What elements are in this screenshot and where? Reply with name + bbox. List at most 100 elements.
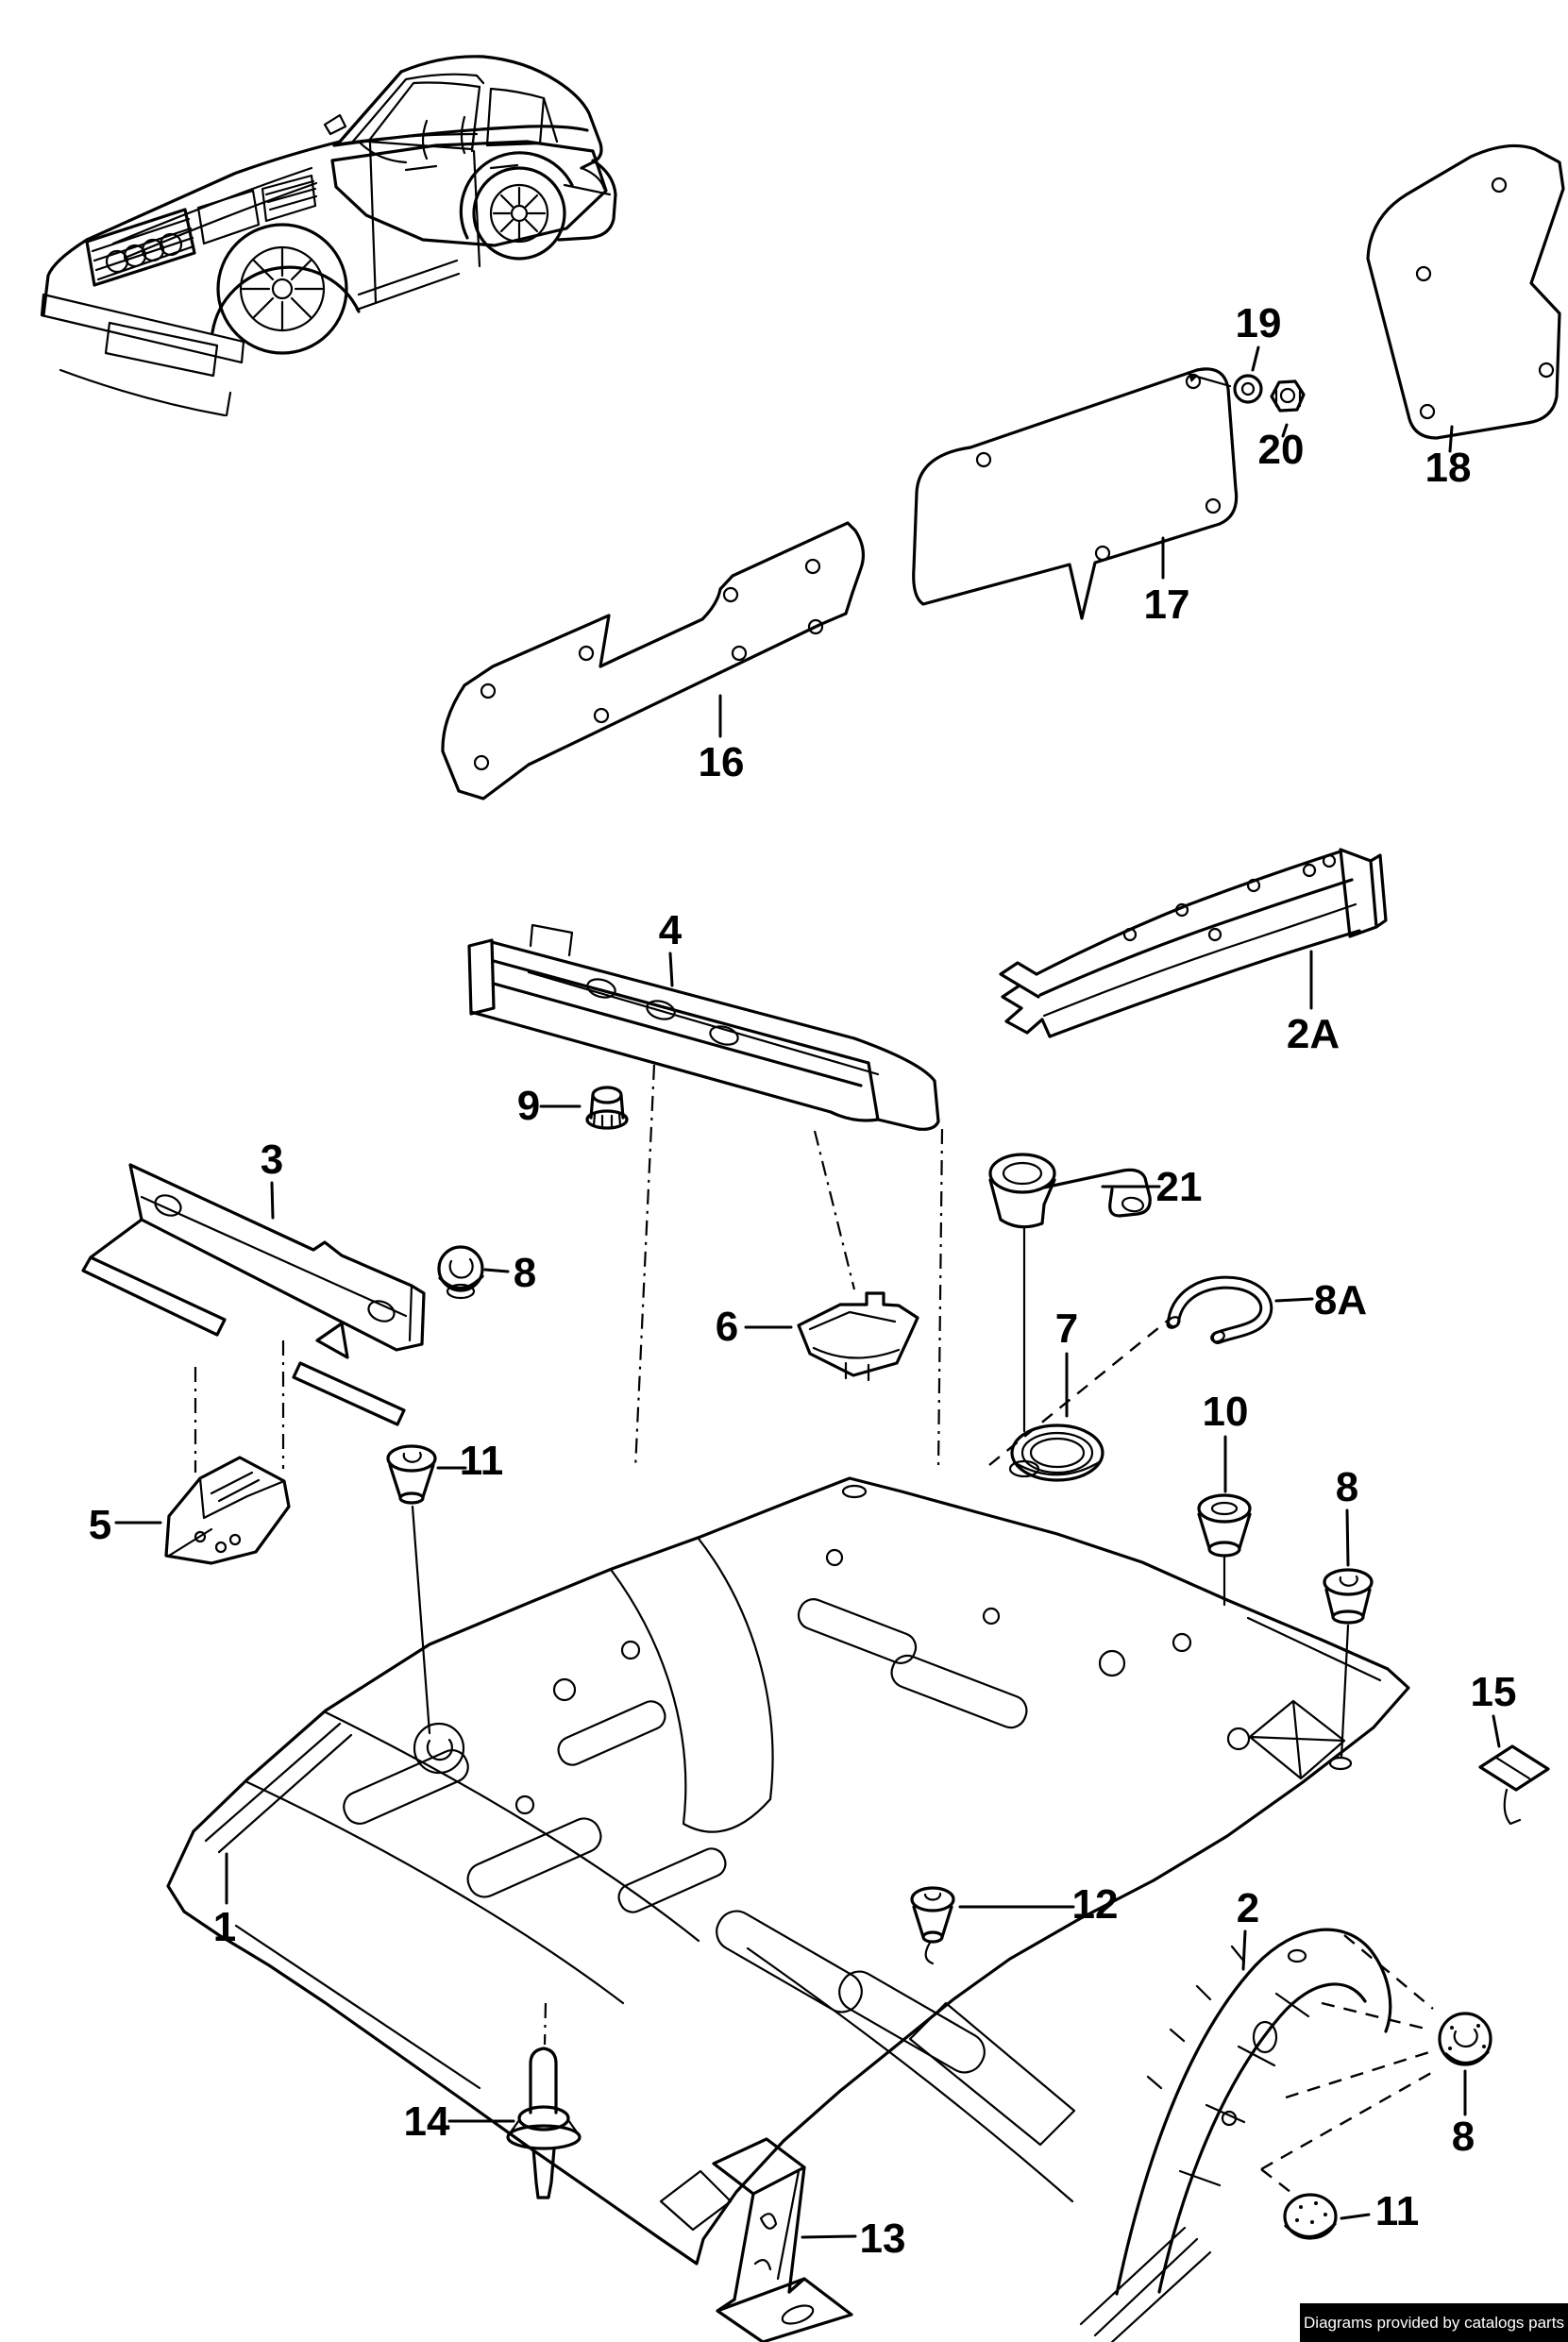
callout-15: 15 bbox=[1471, 1669, 1517, 1748]
car-illustration bbox=[40, 55, 617, 417]
callout-2a: 2A bbox=[1287, 950, 1340, 1057]
svg-text:15: 15 bbox=[1471, 1669, 1517, 1715]
callout-21: 21 bbox=[1101, 1164, 1203, 1210]
rear-wheel bbox=[472, 166, 566, 261]
floor-pan-1 bbox=[166, 1459, 1410, 2266]
svg-text:11: 11 bbox=[1375, 2188, 1420, 2234]
insulation-panel-16 bbox=[441, 521, 866, 800]
svg-text:2A: 2A bbox=[1287, 1011, 1340, 1057]
retaining-bracket-13 bbox=[712, 2137, 853, 2342]
svg-text:6: 6 bbox=[716, 1304, 738, 1350]
grommet-8-left bbox=[437, 1245, 484, 1300]
svg-text:4: 4 bbox=[659, 907, 683, 953]
bracket-3-holes bbox=[154, 1194, 396, 1323]
svg-text:13: 13 bbox=[860, 2216, 906, 2262]
assembly-centerlines bbox=[194, 1064, 1434, 2197]
grommet-12 bbox=[910, 1886, 955, 1965]
svg-text:14: 14 bbox=[404, 2098, 450, 2145]
callout-11-bottom: 11 bbox=[1340, 2188, 1420, 2234]
callout-13: 13 bbox=[801, 2216, 906, 2262]
grommet-8-middle bbox=[1323, 1568, 1374, 1625]
callout-7: 7 bbox=[1055, 1306, 1078, 1418]
svg-text:8A: 8A bbox=[1314, 1277, 1367, 1323]
headlights bbox=[196, 174, 318, 245]
front-bumper bbox=[40, 293, 245, 417]
svg-text:8: 8 bbox=[1452, 2114, 1475, 2160]
wheel-housing-2 bbox=[1079, 1928, 1392, 2342]
cover-cap-6 bbox=[797, 1291, 919, 1382]
svg-text:19: 19 bbox=[1236, 300, 1282, 346]
floor-insulation-mat bbox=[330, 140, 608, 247]
callout-20: 20 bbox=[1258, 423, 1305, 473]
grommet-8-bottom bbox=[1438, 2012, 1492, 2066]
callout-8-left: 8 bbox=[483, 1250, 536, 1296]
svg-text:16: 16 bbox=[699, 739, 745, 785]
crossmember-4-holes bbox=[586, 978, 739, 1046]
svg-text:7: 7 bbox=[1055, 1306, 1078, 1352]
grommet-11-texture bbox=[1295, 2201, 1327, 2224]
drain-elbow-21 bbox=[988, 1153, 1152, 1229]
callout-19: 19 bbox=[1236, 300, 1282, 372]
front-wheel bbox=[216, 223, 348, 355]
svg-text:18: 18 bbox=[1425, 445, 1472, 491]
speed-nut-9 bbox=[585, 1086, 629, 1130]
washer-19 bbox=[1188, 372, 1263, 404]
rail-2a-holes bbox=[1122, 853, 1337, 942]
wheel-housing-2-holes bbox=[1221, 1948, 1307, 2127]
nut-20 bbox=[1270, 379, 1306, 413]
svg-text:11: 11 bbox=[460, 1438, 504, 1484]
callout-11-upper: 11 bbox=[436, 1438, 504, 1484]
callouts: 1 2 2A 3 4 5 6 7 bbox=[89, 300, 1517, 2262]
svg-text:3: 3 bbox=[261, 1137, 283, 1183]
svg-text:17: 17 bbox=[1144, 581, 1190, 628]
floor-pan-ribs bbox=[343, 1598, 1028, 2074]
bracket-5-holes bbox=[194, 1530, 242, 1554]
panel-18-holes bbox=[1415, 177, 1555, 420]
svg-text:12: 12 bbox=[1072, 1881, 1119, 1928]
svg-text:5: 5 bbox=[89, 1502, 111, 1548]
callout-3: 3 bbox=[261, 1137, 283, 1220]
support-bracket-5 bbox=[164, 1456, 291, 1565]
callout-9: 9 bbox=[517, 1083, 582, 1129]
grommet-8-bottom-locators bbox=[1260, 1934, 1434, 2197]
svg-text:8: 8 bbox=[514, 1250, 536, 1296]
floor-pan-holes bbox=[413, 1459, 1353, 1815]
crossmember-4 bbox=[467, 923, 940, 1131]
heat-shield-3 bbox=[81, 1163, 426, 1426]
seal-ring-7 bbox=[1010, 1424, 1104, 1482]
callout-8-middle: 8 bbox=[1336, 1464, 1358, 1567]
svg-text:9: 9 bbox=[517, 1083, 540, 1129]
grommet-11-bottom bbox=[1283, 2193, 1338, 2240]
panel-16-holes bbox=[473, 558, 824, 771]
callout-14: 14 bbox=[404, 2098, 515, 2145]
callout-1: 1 bbox=[213, 1852, 236, 1950]
svg-text:1: 1 bbox=[213, 1904, 236, 1950]
mirror bbox=[323, 113, 347, 136]
callout-6: 6 bbox=[716, 1304, 793, 1350]
callout-10: 10 bbox=[1203, 1389, 1249, 1493]
callout-18: 18 bbox=[1425, 425, 1472, 491]
grommet-11-upper bbox=[386, 1444, 437, 1505]
svg-text:2: 2 bbox=[1237, 1885, 1259, 1931]
callout-5: 5 bbox=[89, 1502, 162, 1548]
callout-12: 12 bbox=[958, 1881, 1119, 1928]
callout-17: 17 bbox=[1144, 536, 1190, 628]
expanding-pin-14 bbox=[506, 2047, 582, 2199]
svg-text:20: 20 bbox=[1258, 427, 1305, 473]
watermark-badge: Diagrams provided by catalogs parts bbox=[1300, 2303, 1568, 2342]
callout-8a: 8A bbox=[1274, 1277, 1367, 1323]
rail-2a bbox=[999, 848, 1388, 1038]
hook-8a bbox=[1166, 1275, 1273, 1344]
clip-15 bbox=[1478, 1744, 1550, 1826]
svg-text:8: 8 bbox=[1336, 1464, 1358, 1510]
callout-16: 16 bbox=[699, 694, 745, 785]
callout-8-bottom: 8 bbox=[1452, 2069, 1475, 2160]
grommet-10 bbox=[1197, 1493, 1252, 1558]
svg-text:10: 10 bbox=[1203, 1389, 1249, 1435]
callout-2: 2 bbox=[1237, 1885, 1259, 1971]
callout-4: 4 bbox=[659, 907, 683, 987]
svg-text:21: 21 bbox=[1156, 1164, 1203, 1210]
insulation-panel-17 bbox=[912, 367, 1239, 620]
